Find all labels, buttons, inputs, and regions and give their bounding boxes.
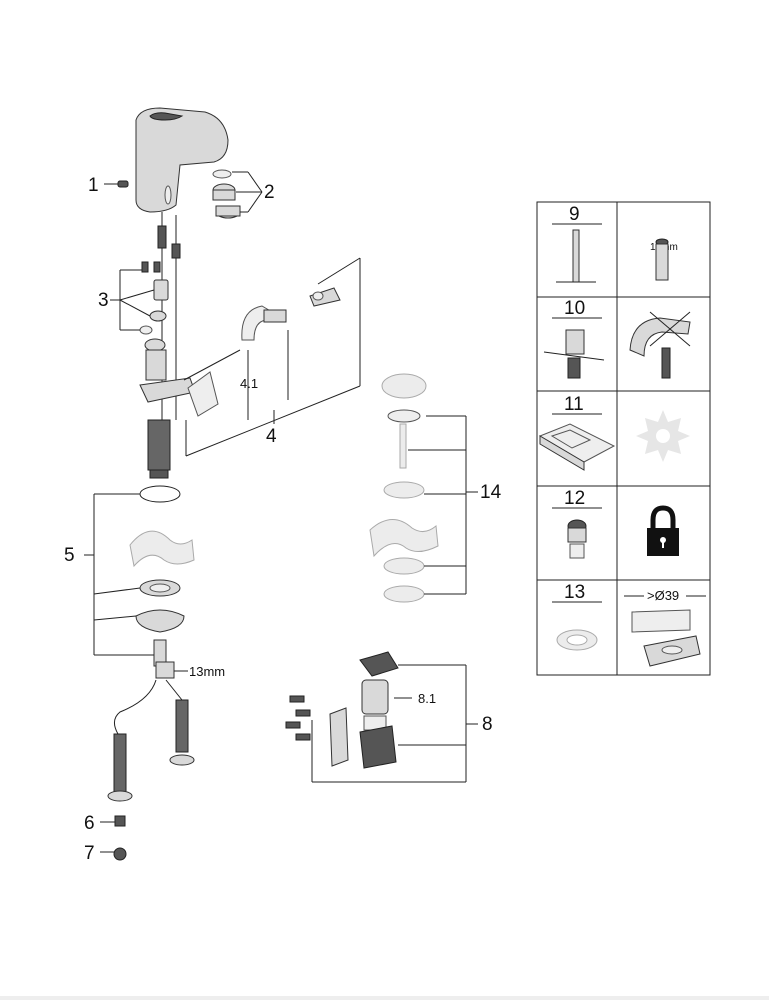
accessory-table: 9 13mm 10 11 <box>536 201 711 676</box>
battery-box-part <box>285 651 478 783</box>
set-screw-part <box>104 180 129 188</box>
fitting-instruction-icon <box>629 311 691 379</box>
table-number-12: 12 <box>564 488 585 509</box>
aerator-key-icon <box>567 519 587 559</box>
callout-8: 8 <box>482 714 493 735</box>
callout-6: 6 <box>84 813 95 834</box>
flex-hoses-part <box>107 679 195 802</box>
base-plate-part <box>139 338 196 479</box>
faucet-body <box>135 107 229 213</box>
callout-1: 1 <box>88 175 99 196</box>
aerator-part <box>212 169 263 219</box>
callout-5: 5 <box>64 545 75 566</box>
callout-13mm: 13mm <box>189 664 225 679</box>
washer-ring-icon <box>556 629 598 651</box>
fixing-set-part <box>84 485 195 679</box>
remote-control-icon <box>538 423 616 471</box>
waste-set-part <box>369 373 478 603</box>
socket-tool-icon <box>655 238 669 281</box>
installation-set-icon <box>543 329 605 379</box>
basin-hole-icon <box>624 595 706 667</box>
table-number-11: 11 <box>564 394 584 415</box>
spanner-tool-icon <box>556 229 596 283</box>
callout-4-1: 4.1 <box>240 376 258 391</box>
nut-part <box>100 847 127 861</box>
callout-14: 14 <box>480 482 502 503</box>
mounting-assembly-part <box>110 261 169 335</box>
gear-icon <box>636 410 690 462</box>
solenoid-assembly-part <box>183 257 361 457</box>
callout-3: 3 <box>98 290 109 311</box>
table-number-10: 10 <box>564 298 585 319</box>
table-number-13: 13 <box>564 582 585 603</box>
table-note-diameter: >Ø39 <box>647 588 679 603</box>
callout-8-1: 8.1 <box>418 691 436 706</box>
callout-7: 7 <box>84 843 95 864</box>
nipple-part <box>100 815 126 827</box>
callout-2: 2 <box>264 182 275 203</box>
table-number-9: 9 <box>569 204 580 225</box>
bottom-border <box>0 996 769 1000</box>
lock-icon <box>647 505 679 556</box>
callout-4: 4 <box>266 426 277 447</box>
